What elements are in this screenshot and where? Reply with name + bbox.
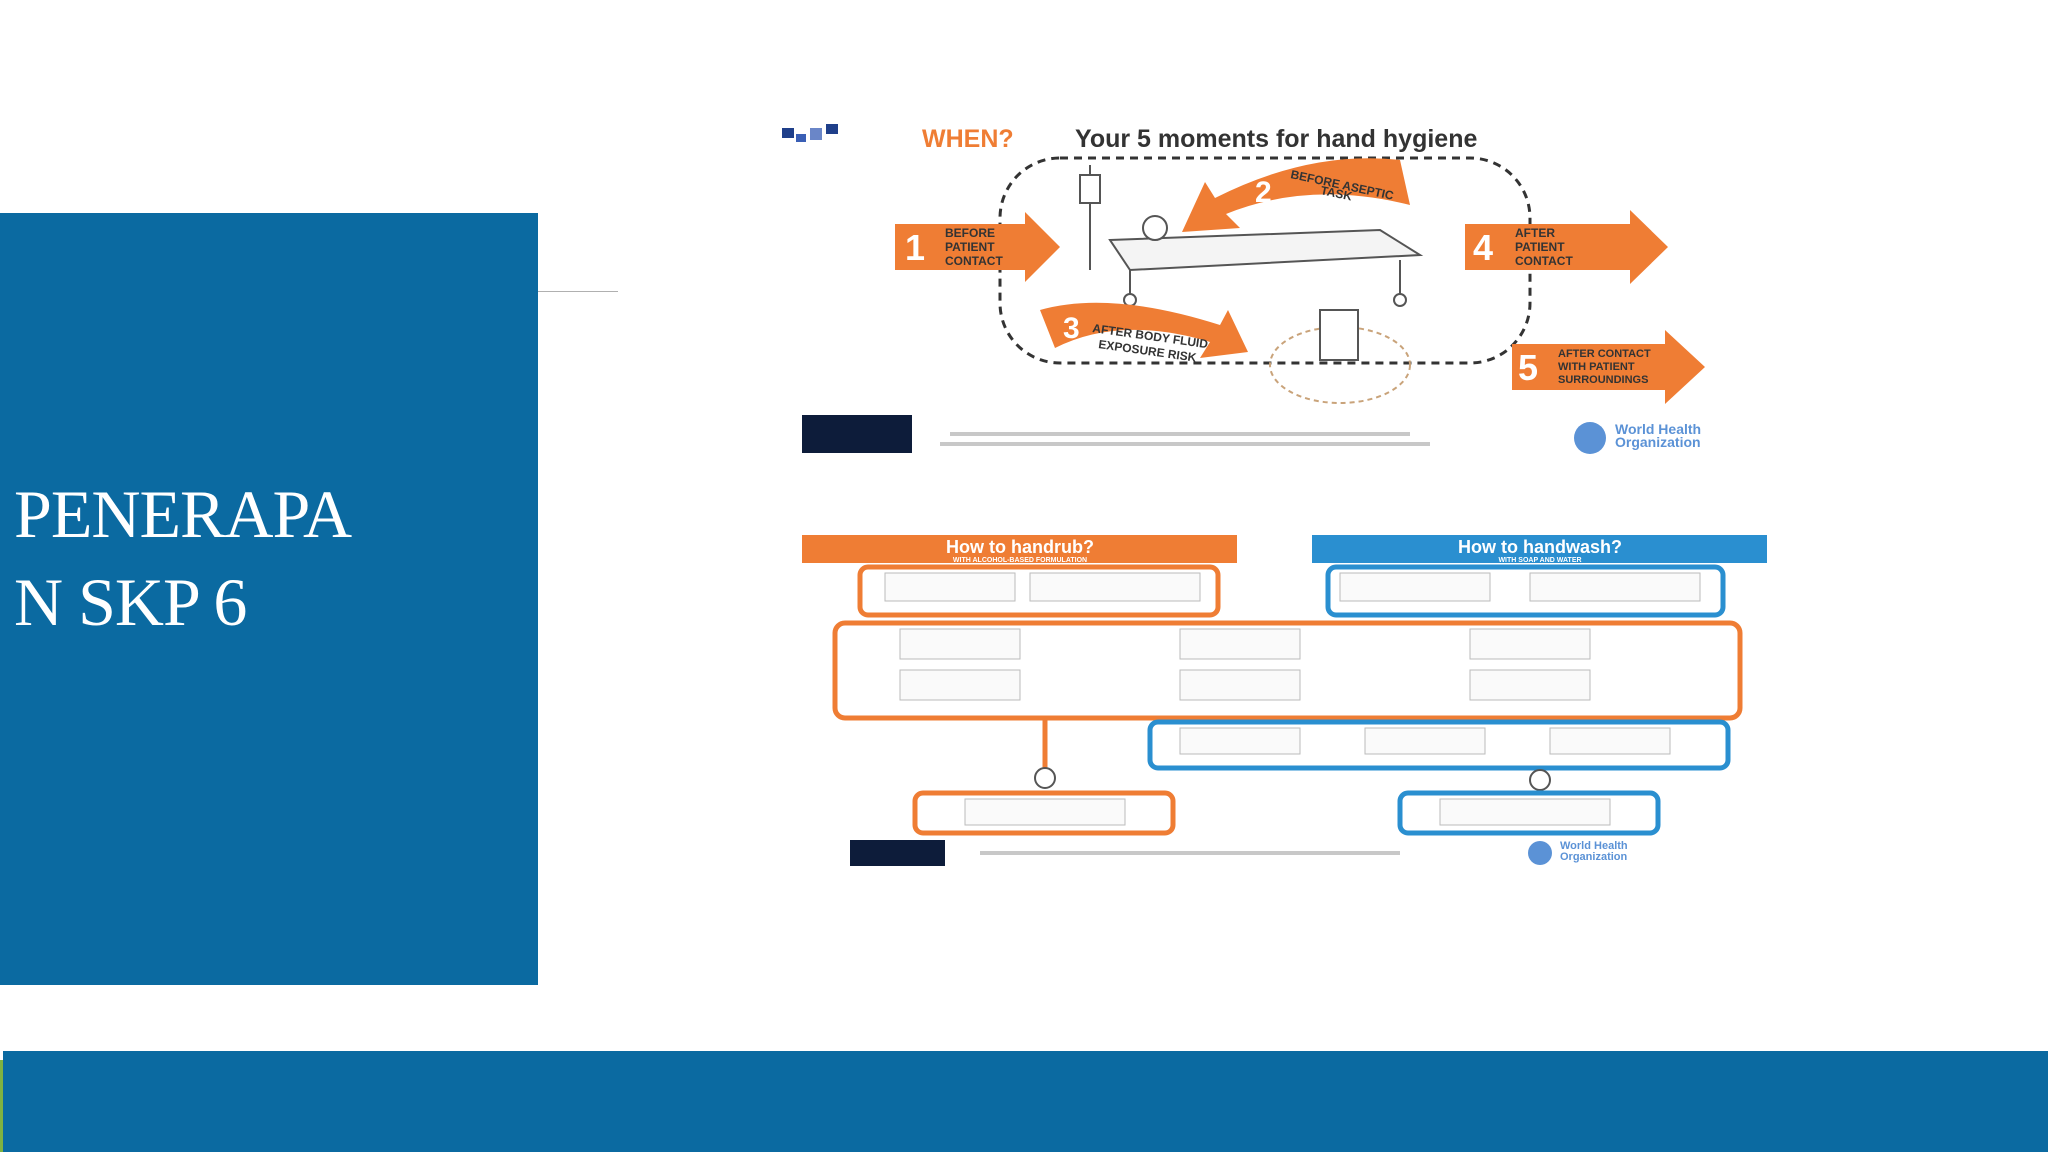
who-name-line1: World Health bbox=[1615, 421, 1701, 437]
handwash-subtitle: WITH SOAP AND WATER bbox=[1498, 557, 1581, 564]
hand-hygiene-steps-illustration: How to handrub? WITH ALCOHOL-BASED FORMU… bbox=[802, 535, 1767, 866]
who-emblem-icon bbox=[1528, 841, 1552, 865]
step-illustration bbox=[1179, 628, 1301, 660]
heading-when: WHEN? bbox=[922, 125, 1014, 153]
moment-2-number: 2 bbox=[1255, 176, 1272, 209]
step-illustration bbox=[964, 798, 1126, 826]
step-illustration bbox=[1439, 798, 1611, 826]
moment-1-number: 1 bbox=[905, 227, 925, 268]
five-moments-poster: WHEN? Your 5 moments for hand hygiene 1 … bbox=[780, 120, 1810, 470]
moment-3-arrow bbox=[1040, 302, 1248, 358]
moment-4-line2: PATIENT bbox=[1515, 240, 1565, 254]
moment-1-line1: BEFORE bbox=[945, 226, 995, 240]
divider-line bbox=[538, 291, 618, 292]
handrub-step-frame bbox=[857, 564, 1221, 618]
step-illustration bbox=[1364, 727, 1486, 755]
moment-5-line1: AFTER CONTACT bbox=[1558, 348, 1651, 360]
step-illustration bbox=[884, 572, 1016, 602]
moment-5-line3: SURROUNDINGS bbox=[1558, 374, 1648, 386]
timer-icon bbox=[1034, 767, 1056, 789]
acknowledgement-line bbox=[940, 442, 1430, 446]
alliance-logo-icon bbox=[782, 124, 838, 142]
moment-1-line3: CONTACT bbox=[945, 254, 1003, 268]
moment-4-number: 4 bbox=[1473, 227, 1493, 268]
footer-accent-strip bbox=[0, 1060, 3, 1152]
step-illustration bbox=[1179, 669, 1301, 701]
step-illustration bbox=[1029, 572, 1201, 602]
handwash-rinse-frame bbox=[1147, 719, 1731, 771]
surroundings-outline bbox=[1269, 326, 1411, 404]
step-illustration bbox=[1339, 572, 1491, 602]
shared-step-frame bbox=[832, 620, 1743, 721]
acknowledgement-line bbox=[980, 851, 1400, 855]
handwash-step-frame bbox=[1325, 564, 1726, 618]
step-illustration bbox=[1549, 727, 1671, 755]
moment-5-line2: WITH PATIENT bbox=[1558, 361, 1635, 373]
moment-1-arrow bbox=[895, 212, 1060, 282]
footer-bar bbox=[3, 1051, 2048, 1152]
step-illustration bbox=[899, 628, 1021, 660]
slide-title: PENERAPAN SKP 6 bbox=[14, 476, 352, 640]
timer-icon bbox=[1529, 769, 1551, 791]
patient-safety-logo-icon bbox=[850, 840, 945, 866]
hand-hygiene-steps-poster: How to handrub? WITH ALCOHOL-BASED FORMU… bbox=[780, 525, 1770, 875]
moment-4-line3: CONTACT bbox=[1515, 254, 1573, 268]
who-name-line2: Organization bbox=[1615, 434, 1701, 450]
handrub-subtitle: WITH ALCOHOL-BASED FORMULATION bbox=[953, 557, 1087, 564]
handwash-header bbox=[1312, 535, 1767, 563]
moment-2-arrow bbox=[1182, 158, 1410, 232]
moment-2-line2: TASK bbox=[1319, 183, 1353, 203]
moment-5-number: 5 bbox=[1518, 347, 1538, 388]
step-illustration bbox=[1469, 669, 1591, 701]
step-illustration bbox=[899, 669, 1021, 701]
patient-bed-icon bbox=[1079, 165, 1424, 361]
heading-rest: Your 5 moments for hand hygiene bbox=[1075, 125, 1477, 153]
step-illustration bbox=[1179, 727, 1301, 755]
moment-4-line1: AFTER bbox=[1515, 226, 1555, 240]
handrub-title: How to handrub? bbox=[946, 537, 1094, 557]
moment-4-arrow bbox=[1465, 210, 1668, 284]
handrub-final-frame bbox=[912, 790, 1176, 836]
five-moments-illustration: WHEN? Your 5 moments for hand hygiene 1 … bbox=[782, 124, 1705, 454]
step-illustration bbox=[1529, 572, 1701, 602]
moment-3-number: 3 bbox=[1063, 312, 1080, 345]
moment-1-line2: PATIENT bbox=[945, 240, 995, 254]
handwash-title: How to handwash? bbox=[1458, 537, 1622, 557]
title-panel bbox=[0, 213, 538, 985]
handwash-final-frame bbox=[1397, 790, 1661, 836]
moment-5-arrow bbox=[1512, 330, 1705, 404]
acknowledgement-line bbox=[950, 432, 1410, 436]
who-name-line1: World Health bbox=[1560, 840, 1628, 852]
handrub-header bbox=[802, 535, 1237, 563]
patient-safety-logo-icon bbox=[802, 415, 912, 453]
step-illustration bbox=[1469, 628, 1591, 660]
who-name-line2: Organization bbox=[1560, 851, 1628, 863]
who-emblem-icon bbox=[1574, 422, 1606, 454]
